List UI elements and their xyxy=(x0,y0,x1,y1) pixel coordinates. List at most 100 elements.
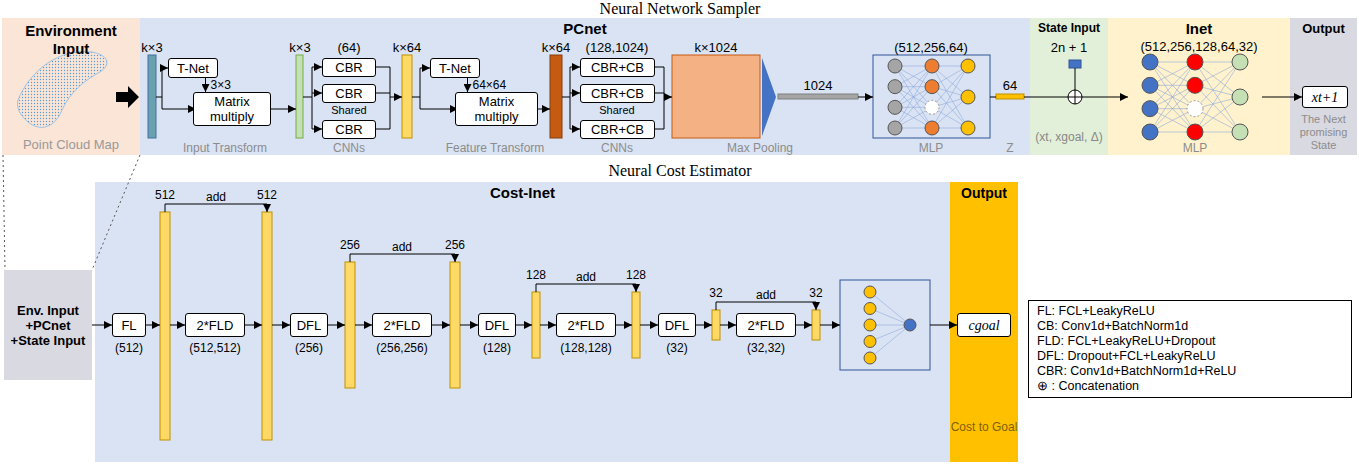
flow-line xyxy=(355,325,372,326)
dimension-label: 64 xyxy=(860,78,1160,93)
flow-line xyxy=(570,67,580,68)
layer-box: CBR+CB xyxy=(580,84,655,103)
mlp-neuron xyxy=(904,319,916,331)
flow-line xyxy=(536,284,636,292)
box-label: CBR+CB xyxy=(591,60,644,75)
mlp-neuron xyxy=(1187,101,1203,117)
mlp-link xyxy=(895,66,932,107)
flow-line xyxy=(664,97,672,98)
mlp-link xyxy=(1150,62,1195,85)
mlp-neuron xyxy=(961,90,975,104)
stage-label: Z xyxy=(860,141,1160,155)
flow-line xyxy=(162,97,196,109)
mlp-neuron xyxy=(925,59,939,73)
output-panel: OutputCost to Goalcgoal xyxy=(950,182,1018,462)
box-label: DFL xyxy=(485,318,510,333)
mlp-link xyxy=(1195,109,1240,132)
feature-bar xyxy=(778,94,858,99)
concatenation-symbol xyxy=(1068,90,1082,104)
mlp-link xyxy=(1150,62,1195,85)
feature-bar xyxy=(296,55,303,138)
mlp-network xyxy=(864,54,1248,364)
flow-line xyxy=(303,67,312,129)
mlp-neuron xyxy=(925,100,939,114)
feature-bar xyxy=(550,55,562,138)
dimension-label: k×64 xyxy=(257,40,557,55)
dimension-label: add xyxy=(616,288,916,302)
mlp-link xyxy=(895,66,932,87)
input-panel: Env. Input +PCnet +State Input xyxy=(4,270,92,380)
feature-bar xyxy=(672,55,760,138)
mlp-link xyxy=(1150,132,1195,133)
dimension-label: add xyxy=(252,240,552,254)
mlp-link xyxy=(932,128,968,129)
section-title: Neural Cost Estimator xyxy=(530,162,830,180)
flow-line xyxy=(1262,97,1302,98)
feature-bar xyxy=(840,280,930,370)
output-value-box: cgoal xyxy=(957,313,1011,337)
flow-line xyxy=(432,325,450,326)
feature-bar xyxy=(532,292,540,358)
flow-line xyxy=(616,325,632,326)
mlp-link xyxy=(1150,62,1195,132)
mlp-link xyxy=(1195,62,1240,97)
mlp-link xyxy=(895,87,932,128)
output-panel: OutputThe Next promising Statext+1 xyxy=(1290,18,1357,155)
layer-box: T-Net xyxy=(168,58,218,78)
network-panel: PCnetT-NetMatrix multiplyCBRCBRCBRT-NetM… xyxy=(140,18,1030,155)
mlp-link xyxy=(932,66,968,67)
flow-line xyxy=(720,325,736,326)
panel-note: The Next promising State xyxy=(1290,113,1357,152)
flow-line xyxy=(312,129,322,130)
feature-bar xyxy=(450,262,460,388)
feature-bar xyxy=(1069,60,1081,68)
mlp-link xyxy=(932,107,968,128)
mlp-link xyxy=(1150,108,1195,109)
mlp-link xyxy=(870,309,910,326)
mlp-link xyxy=(895,87,932,108)
flow-line xyxy=(272,325,290,326)
flow-line xyxy=(460,325,478,326)
flow-line xyxy=(350,254,455,262)
feature-bar xyxy=(148,55,1081,440)
panel-note: Cost to Goal xyxy=(950,420,1018,435)
flow-line xyxy=(156,68,168,97)
mlp-neuron xyxy=(1142,54,1158,70)
state-panel: State Input2n + 1(xt, xgoal, Δ) xyxy=(1030,18,1108,155)
input-panel: Environment InputPoint Cloud Map xyxy=(2,18,140,155)
mlp-link xyxy=(895,66,932,128)
mlp-link xyxy=(895,107,932,128)
mlp-link xyxy=(1195,62,1240,85)
mlp-link xyxy=(870,292,910,325)
feature-bar xyxy=(762,58,776,136)
mlp-link xyxy=(1150,62,1195,132)
output-value-box: xt+1 xyxy=(1302,86,1348,108)
mlp-link xyxy=(1195,97,1240,132)
flow-line xyxy=(930,325,957,326)
flow-line xyxy=(170,325,185,326)
key-entry: CBR: Conv1d+BatchNorm1d+ReLU xyxy=(1037,364,1236,379)
feature-bar xyxy=(402,55,412,138)
feature-bar xyxy=(262,212,272,440)
mlp-link xyxy=(870,325,910,342)
mlp-link xyxy=(1150,85,1195,108)
mlp-neuron xyxy=(864,286,876,298)
dimension-label: (64) xyxy=(199,40,499,55)
feature-bar xyxy=(712,310,720,340)
stage-label: CNNs xyxy=(467,141,767,155)
flow-line xyxy=(245,325,262,326)
box-label: CBR+CB xyxy=(591,122,644,137)
concatenation-symbol xyxy=(1068,90,1082,104)
flow-line xyxy=(328,325,345,326)
mlp-neuron xyxy=(888,121,902,135)
flow-line xyxy=(990,97,996,98)
mlp-neuron xyxy=(888,80,902,94)
stage-label: MLP xyxy=(1045,141,1345,155)
mlp-link xyxy=(895,66,932,107)
mlp-neuron xyxy=(925,80,939,94)
feature-bar xyxy=(632,292,640,358)
point-cloud-map xyxy=(17,52,106,128)
flow-line xyxy=(1075,68,1076,90)
point-cloud-map xyxy=(17,52,106,128)
dimension-label: (32,32) xyxy=(616,341,916,355)
